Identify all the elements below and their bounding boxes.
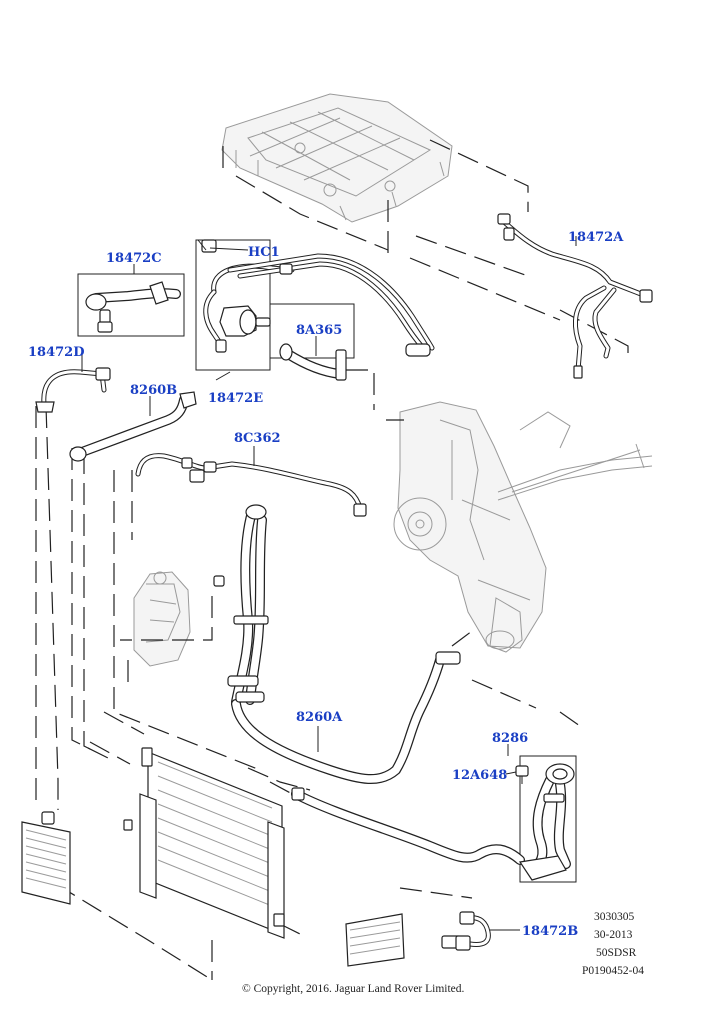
hose-8286[interactable] xyxy=(291,755,577,883)
hose-18472D[interactable] xyxy=(35,367,111,413)
hose-8C362[interactable] xyxy=(135,453,367,517)
callout-12A648[interactable]: 12A648 xyxy=(452,768,507,783)
callout-18472C[interactable]: 18472C xyxy=(106,251,162,266)
location-dashes xyxy=(35,139,629,981)
diagram-code-1: 3030305 xyxy=(594,911,635,923)
diagram-code-4: P0190452-04 xyxy=(582,965,644,977)
intake-manifold-ghost xyxy=(221,93,453,223)
hose-18472B[interactable] xyxy=(441,911,491,951)
diagram-code-2: 30-2013 xyxy=(594,929,633,941)
callout-8260A[interactable]: 8260A xyxy=(296,710,343,725)
hose-8260A[interactable] xyxy=(213,504,461,785)
callout-8C362[interactable]: 8C362 xyxy=(234,431,281,446)
transmission-cooler[interactable] xyxy=(345,913,405,967)
callout-8A365[interactable]: 8A365 xyxy=(296,323,342,338)
callout-18472E[interactable]: 18472E xyxy=(208,391,263,406)
diagram-code-3: 50SDSR xyxy=(596,947,637,959)
pipe-18472E-assembly[interactable] xyxy=(195,239,435,371)
thermostat-housing-ghost xyxy=(133,571,191,667)
callout-8286[interactable]: 8286 xyxy=(492,731,528,746)
hose-18472A[interactable] xyxy=(497,213,653,379)
callout-HC1[interactable]: HC1 xyxy=(248,245,280,260)
engine-block-ghost xyxy=(393,401,653,653)
radiator[interactable] xyxy=(123,747,285,939)
leader-lines xyxy=(81,236,577,931)
callout-18472B[interactable]: 18472B xyxy=(522,924,578,939)
callout-18472A[interactable]: 18472A xyxy=(568,230,624,245)
callout-18472D[interactable]: 18472D xyxy=(28,345,85,360)
hose-8260B[interactable] xyxy=(69,391,197,462)
hose-18472C[interactable] xyxy=(77,273,185,337)
hose-8A365[interactable] xyxy=(269,303,355,381)
callout-8260B[interactable]: 8260B xyxy=(130,383,177,398)
bleed-screw-12A648[interactable] xyxy=(515,765,529,784)
oil-cooler-left[interactable] xyxy=(21,811,71,905)
copyright-notice: © Copyright, 2016. Jaguar Land Rover Lim… xyxy=(242,983,465,995)
